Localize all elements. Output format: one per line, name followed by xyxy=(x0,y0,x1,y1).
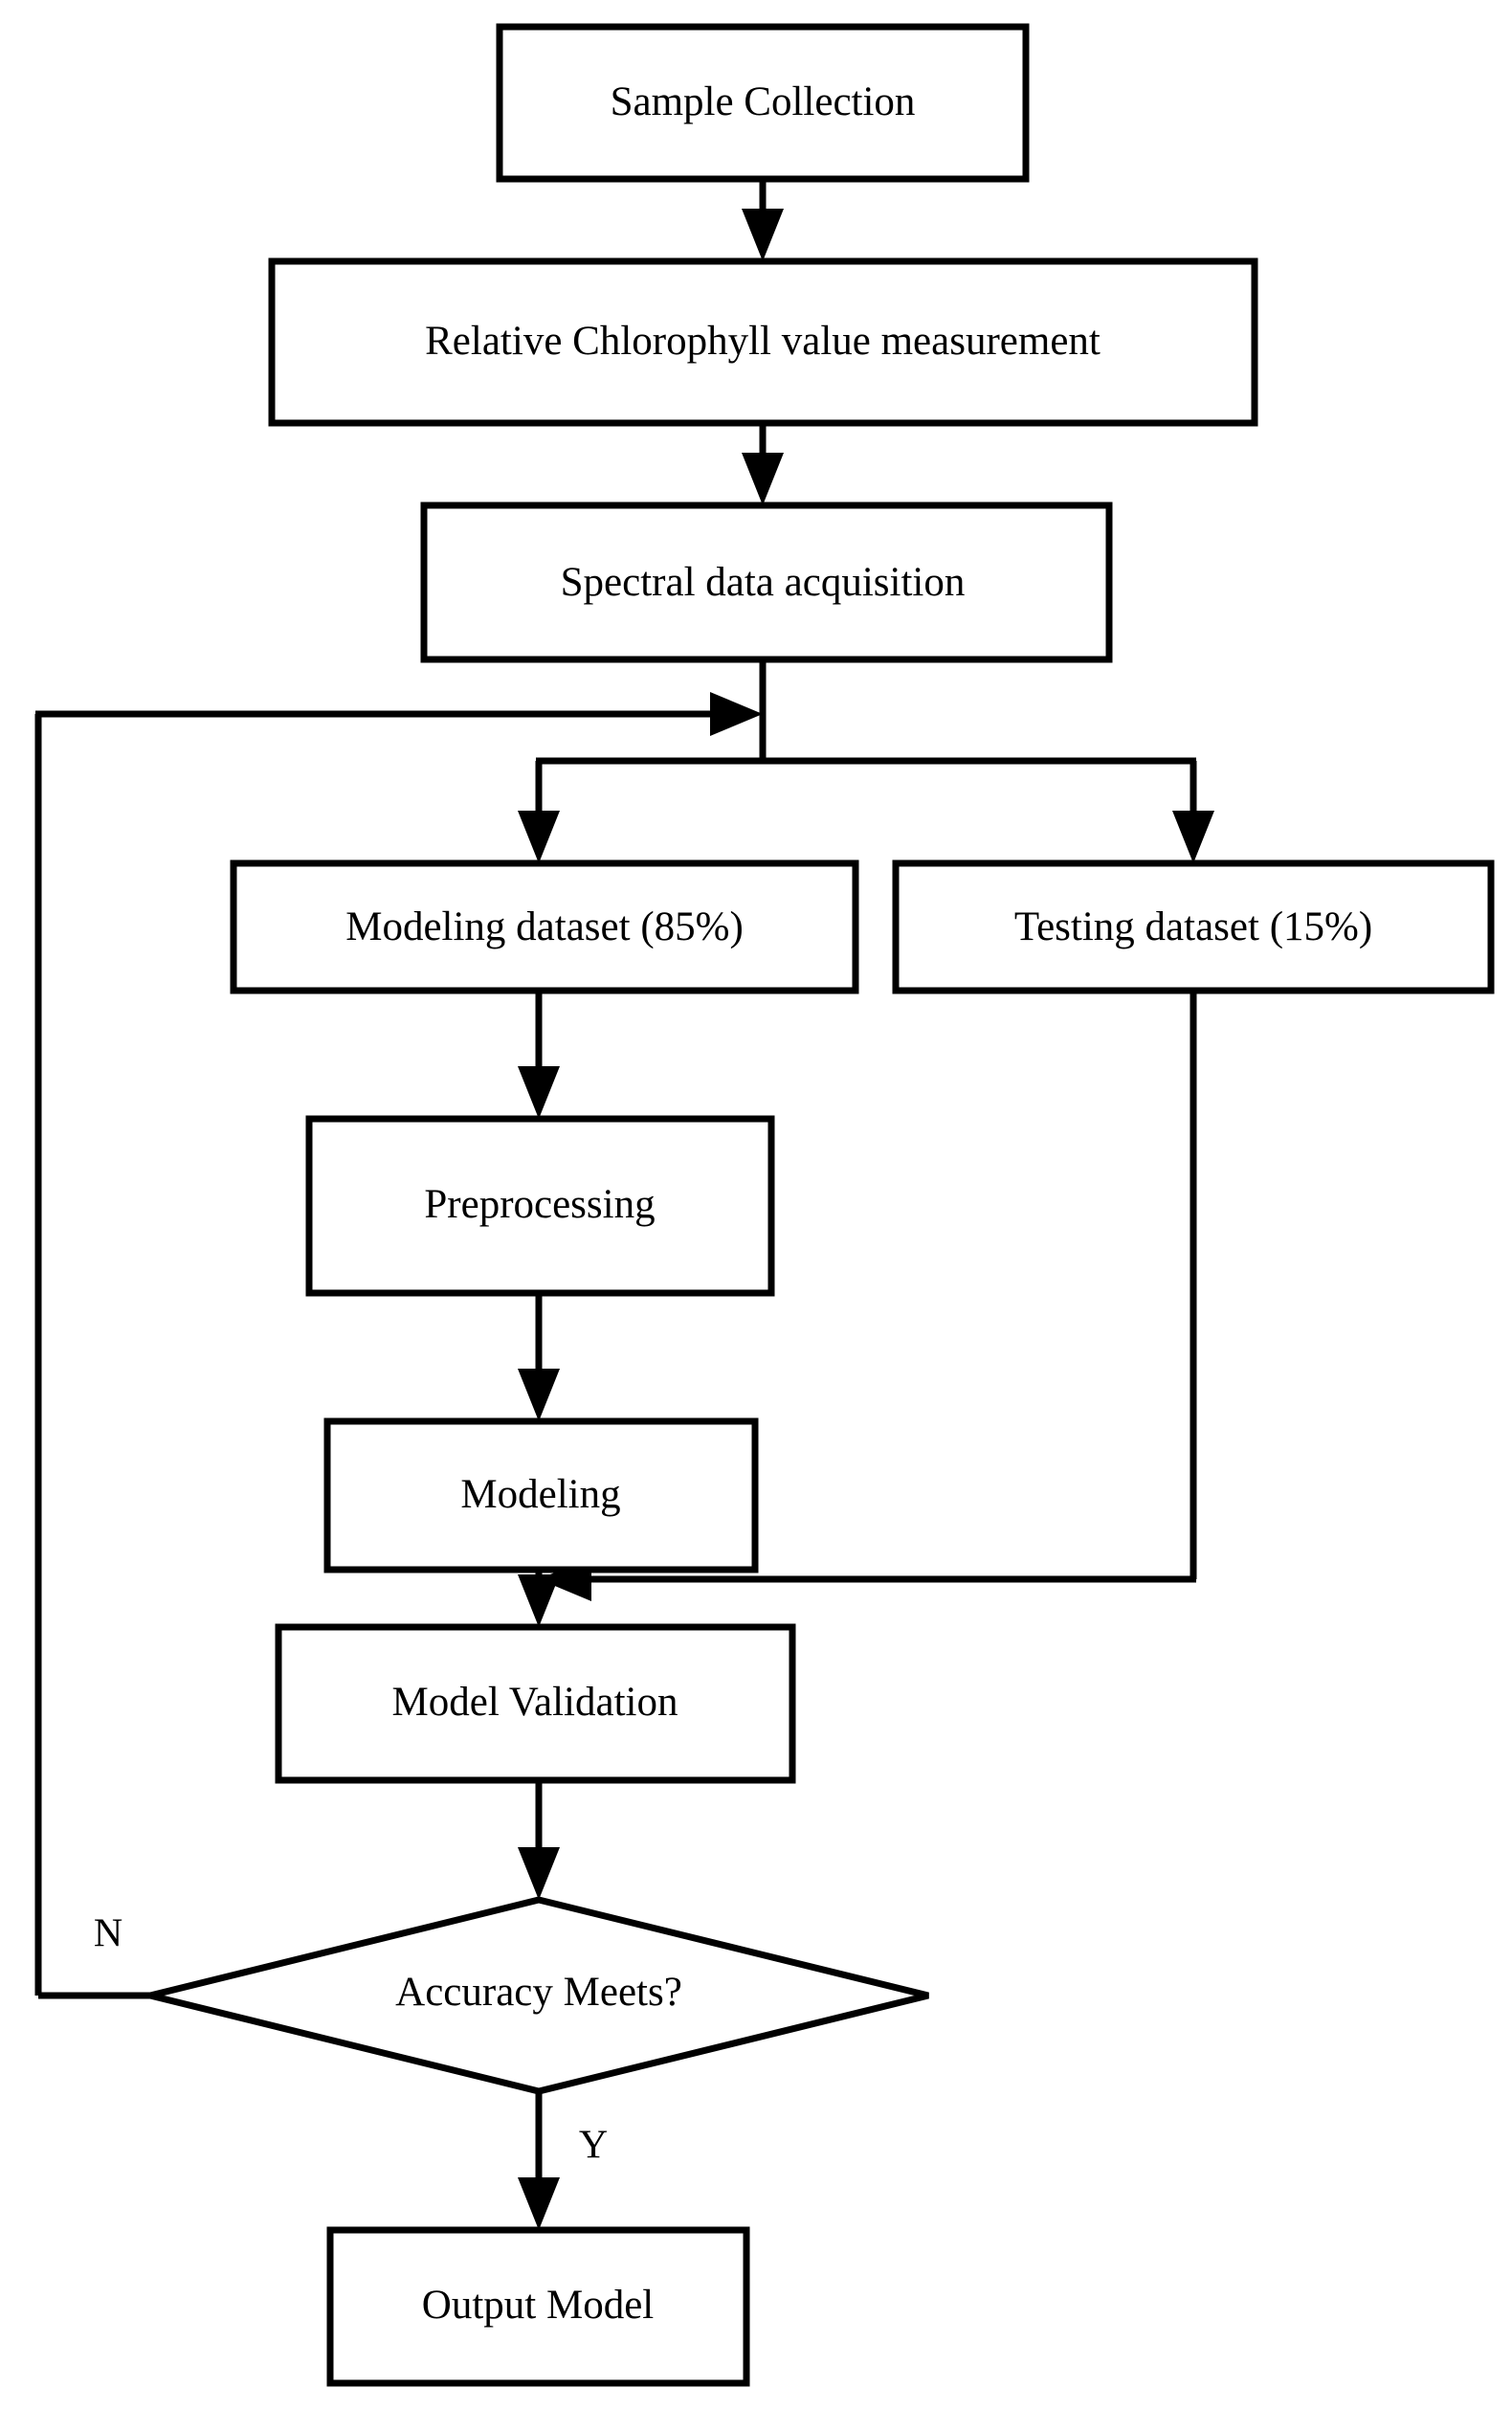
node-label-chlorophyll-measure: Relative Chlorophyll value measurement xyxy=(425,319,1101,364)
node-modeling[interactable]: Modeling xyxy=(323,1417,759,1573)
node-label-output-model: Output Model xyxy=(422,2283,655,2328)
node-label-modeling-dataset: Modeling dataset (85%) xyxy=(345,904,744,949)
edge-label-no: N xyxy=(94,1912,122,1956)
node-label-modeling: Modeling xyxy=(460,1472,620,1517)
node-testing-dataset[interactable]: Testing dataset (15%) xyxy=(892,859,1495,994)
node-spectral-acquisition[interactable]: Spectral data acquisition xyxy=(420,502,1113,663)
edge-sample-collection-to-chlorophyll xyxy=(742,179,784,261)
node-label-sample-collection: Sample Collection xyxy=(611,79,916,124)
node-label-preprocessing: Preprocessing xyxy=(424,1182,655,1227)
edge-label-yes: Y xyxy=(579,2124,608,2168)
node-label-model-validation: Model Validation xyxy=(392,1680,678,1725)
node-sample-collection[interactable]: Sample Collection xyxy=(496,23,1030,183)
edge-modeling-to-model-validation xyxy=(518,1570,560,1627)
edge-preprocessing-to-modeling xyxy=(518,1293,560,1421)
node-model-validation[interactable]: Model Validation xyxy=(275,1623,796,1784)
edge-chlorophyll-to-spectral xyxy=(742,423,784,505)
node-label-accuracy-decision: Accuracy Meets? xyxy=(395,1970,682,2015)
node-accuracy-decision[interactable]: Accuracy Meets? xyxy=(149,1896,929,2095)
edge-modeling-dataset-to-preprocessing xyxy=(518,991,560,1119)
node-label-testing-dataset: Testing dataset (15%) xyxy=(1014,904,1372,949)
edge-feedback-no-loop xyxy=(34,692,763,1996)
edge-decision-yes xyxy=(518,2091,560,2230)
node-modeling-dataset[interactable]: Modeling dataset (85%) xyxy=(230,859,859,994)
edge-split-bar xyxy=(518,757,1214,863)
node-label-spectral-acquisition: Spectral data acquisition xyxy=(561,560,966,605)
node-chlorophyll-measure[interactable]: Relative Chlorophyll value measurement xyxy=(268,257,1258,427)
edge-model-validation-to-decision xyxy=(518,1780,560,1900)
node-preprocessing[interactable]: Preprocessing xyxy=(305,1115,775,1297)
node-output-model[interactable]: Output Model xyxy=(326,2226,750,2387)
